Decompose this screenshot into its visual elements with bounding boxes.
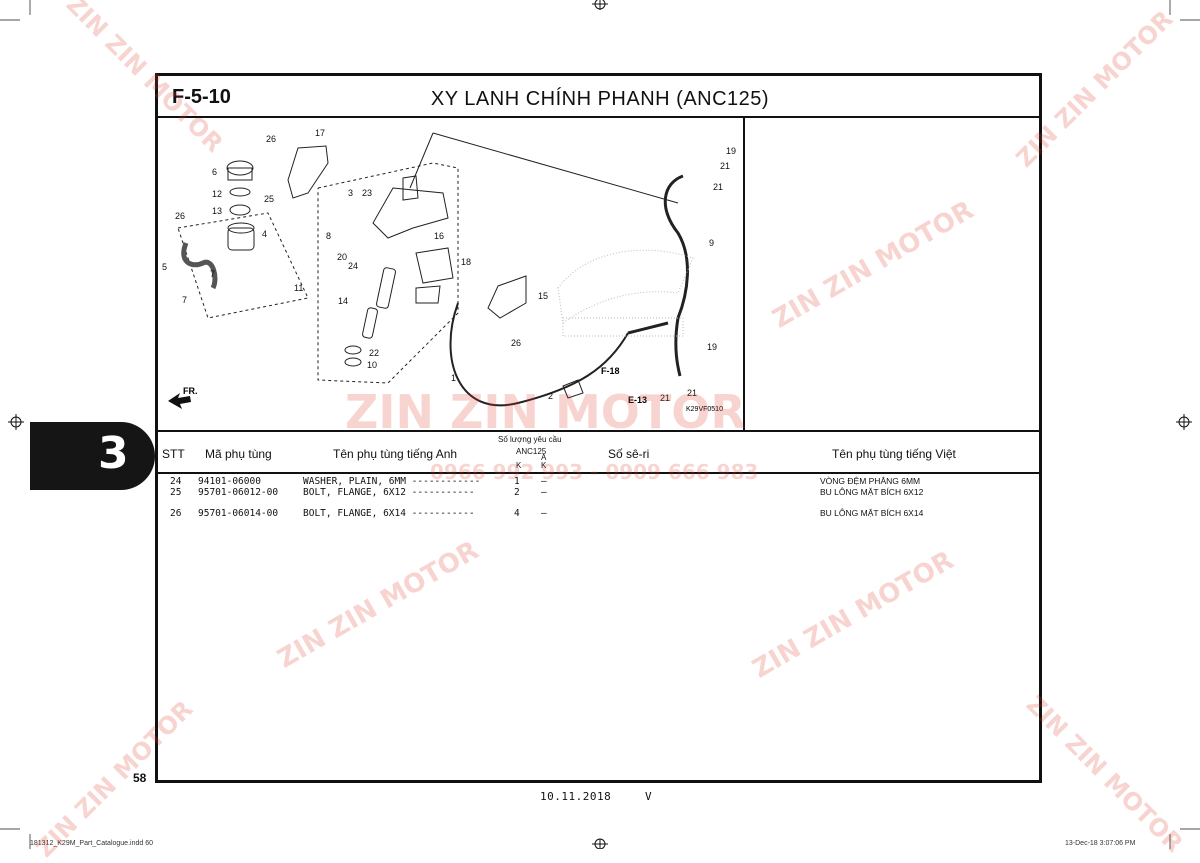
registration-mark-icon (1176, 414, 1192, 430)
callout-19: 19 (726, 146, 736, 156)
row-name-en: BOLT, FLANGE, 6X14 ----------- (303, 508, 475, 519)
callout-4: 4 (262, 229, 267, 239)
header-qty-group: Số lượng yêu cầu (498, 435, 562, 444)
table-row: 26 95701-06014-00 BOLT, FLANGE, 6X14 ---… (158, 508, 1039, 520)
figure-title: XY LANH CHÍNH PHANH (ANC125) (430, 88, 770, 110)
row-name-en: WASHER, PLAIN, 6MM ------------ (303, 476, 481, 487)
callout-25: 25 (264, 194, 274, 204)
page-frame (155, 73, 1042, 783)
callout-12: 12 (212, 189, 222, 199)
row-qty2: – (541, 508, 547, 519)
front-label: FR. (183, 386, 198, 396)
footer-version: V (645, 790, 653, 803)
callout-21b: 21 (713, 182, 723, 192)
diagram-divider (743, 118, 745, 432)
callout-17: 17 (315, 128, 325, 138)
watermark-brand: ZIN ZIN MOTOR (345, 385, 746, 439)
registration-mark-icon (592, 0, 608, 10)
row-qty: 4 (514, 508, 520, 519)
watermark-phone: 0966 992 993 - 0909 666 983 (430, 460, 759, 484)
row-part-no: 94101-06000 (198, 476, 261, 487)
callout-21c: 21 (660, 393, 670, 403)
callout-13: 13 (212, 206, 222, 216)
ref-f18: F-18 (601, 366, 620, 376)
callout-14: 14 (338, 296, 348, 306)
callout-11: 11 (294, 283, 303, 293)
callout-6: 6 (212, 167, 217, 177)
registration-mark-icon (8, 414, 24, 430)
header-col-k: K (516, 461, 522, 470)
callout-26c: 26 (511, 338, 521, 348)
callout-3: 3 (348, 188, 353, 198)
row-part-no: 95701-06014-00 (198, 508, 279, 519)
section-tab-number: 3 (98, 428, 129, 479)
header-model: ANC125 (516, 447, 547, 456)
callout-7: 7 (210, 269, 215, 279)
callout-5: 5 (162, 262, 167, 272)
header-stt: STT (162, 447, 185, 461)
row-stt: 26 (170, 508, 182, 519)
row-qty: 1 (514, 476, 520, 487)
table-top-rule (158, 430, 1039, 432)
row-stt: 24 (170, 476, 182, 487)
callout-2: 2 (548, 391, 553, 401)
callout-1: 1 (451, 373, 456, 383)
row-name-vi: VÒNG ĐỆM PHẲNG 6MM (820, 476, 921, 486)
callout-21d: 21 (687, 388, 697, 398)
callout-22: 22 (369, 348, 379, 358)
table-row: 24 94101-06000 WASHER, PLAIN, 6MM ------… (158, 476, 1039, 488)
callout-23: 23 (362, 188, 372, 198)
callout-20: 20 (337, 252, 347, 262)
row-part-no: 95701-06012-00 (198, 487, 279, 498)
ref-e13: E-13 (628, 395, 647, 405)
row-qty: 2 (514, 487, 520, 498)
parts-diagram: FR. K29VF0510 F-18 E-13 26 17 6 12 25 13… (162, 128, 736, 413)
footer-filename: 181312_K29M_Part_Catalogue.indd 60 (30, 840, 153, 847)
row-name-vi: BU LÔNG MẶT BÍCH 6X12 (820, 487, 924, 497)
callout-10: 10 (367, 360, 377, 370)
section-tab: 3 (30, 422, 155, 490)
callout-26b: 26 (175, 211, 185, 221)
footer-date: 10.11.2018 (540, 790, 612, 803)
callout-7b: 7 (182, 295, 187, 305)
row-qty2: – (541, 487, 547, 498)
table-row: 25 95701-06012-00 BOLT, FLANGE, 6X12 ---… (158, 487, 1039, 499)
header-name-en: Tên phụ tùng tiếng Anh (333, 447, 458, 461)
callout-16: 16 (434, 231, 444, 241)
callout-9: 9 (709, 238, 714, 248)
drawing-code: K29VF0510 (686, 406, 723, 413)
callout-26: 26 (266, 134, 276, 144)
title-bar (158, 76, 1039, 118)
callout-8: 8 (326, 231, 331, 241)
row-stt: 25 (170, 487, 182, 498)
callout-24: 24 (348, 261, 358, 271)
header-name-vi: Tên phụ tùng tiếng Việt (832, 447, 956, 461)
callout-15: 15 (538, 291, 548, 301)
front-arrow-icon (168, 393, 191, 409)
figure-code: F-5-10 (172, 86, 231, 108)
callout-19b: 19 (707, 342, 717, 352)
page-number: 58 (133, 771, 147, 785)
table-header-rule (158, 472, 1039, 474)
header-col-ak: A K (541, 453, 547, 470)
footer-timestamp: 13-Dec-18 3:07:06 PM (1065, 840, 1136, 847)
header-serial: Số sê-ri (608, 447, 650, 461)
registration-mark-icon (592, 838, 608, 849)
row-name-en: BOLT, FLANGE, 6X12 ----------- (303, 487, 475, 498)
row-name-vi: BU LÔNG MẶT BÍCH 6X14 (820, 508, 924, 518)
callout-21: 21 (720, 161, 730, 171)
callout-18: 18 (461, 257, 471, 267)
row-qty2: – (541, 476, 547, 487)
header-part-no: Mã phụ tùng (205, 447, 272, 461)
